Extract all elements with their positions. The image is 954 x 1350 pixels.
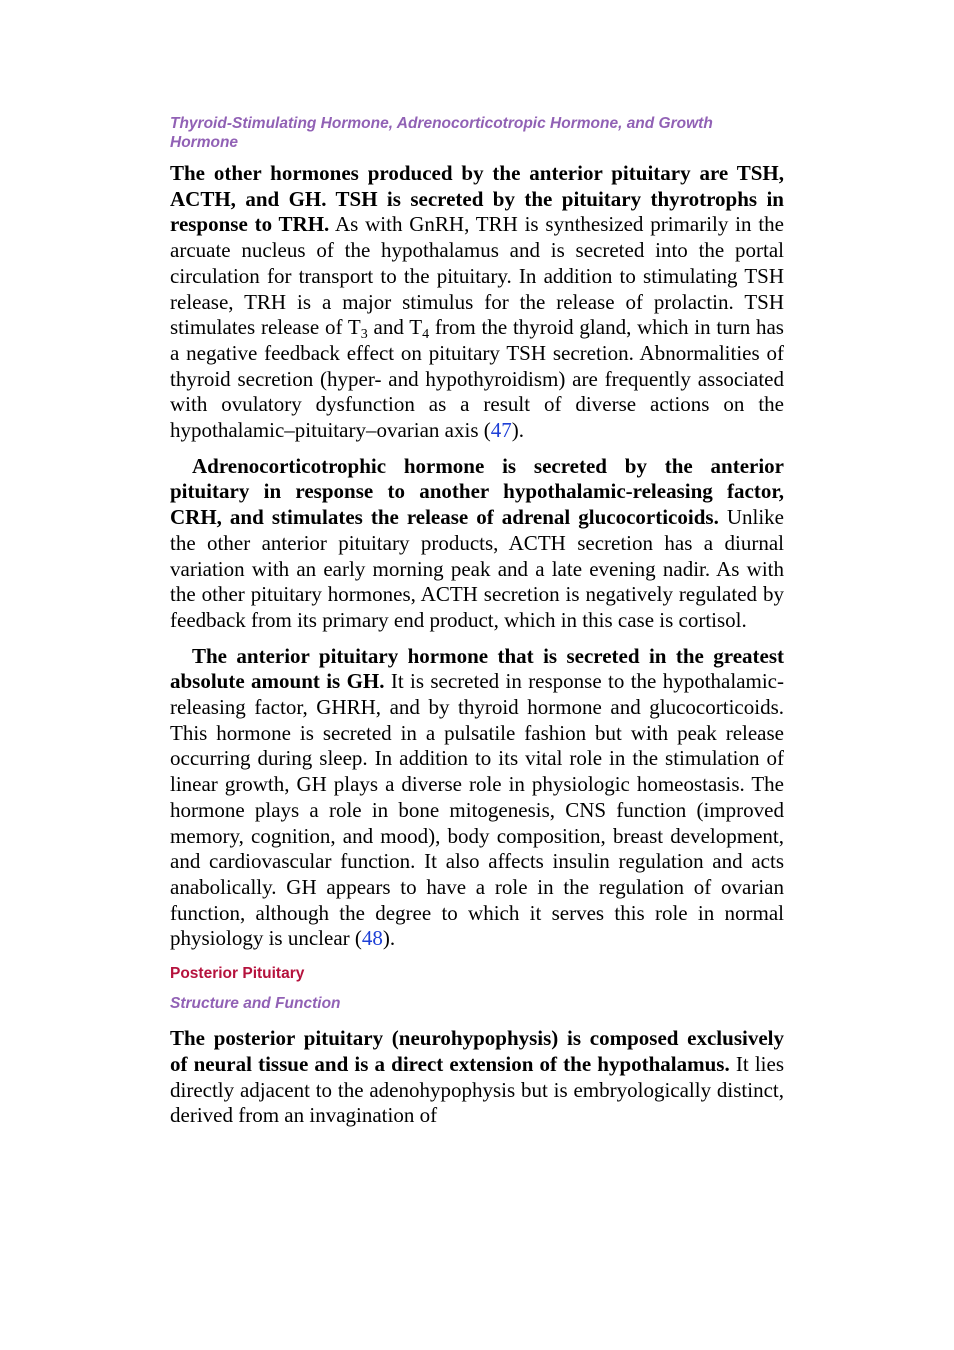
paragraph-lead: The anterior pituitary hormone that is s…	[170, 643, 784, 694]
section-heading-posterior-pituitary: Posterior Pituitary	[170, 965, 305, 983]
paragraph-text: and T	[367, 315, 423, 340]
paragraph-gh: The anterior pituitary hormone that is s…	[170, 644, 784, 952]
paragraph-text: As with GnRH, TRH is synthesized primari…	[170, 212, 784, 340]
paragraph-text: It lies directly adjacent to the adenohy…	[170, 1051, 784, 1128]
subsection-heading-tsh-acth-gh: Thyroid-Stimulating Hormone, Adrenocorti…	[170, 115, 713, 151]
paragraph-end: ).	[511, 418, 524, 443]
reference-link-48[interactable]: 48	[361, 926, 383, 951]
paragraph-tsh: The other hormones produced by the anter…	[170, 161, 784, 444]
reference-link-47[interactable]: 47	[490, 418, 512, 443]
paragraph-lead: Adrenocorticotrophic hormone is secreted…	[170, 453, 784, 530]
paragraph-acth: Adrenocorticotrophic hormone is secreted…	[170, 454, 784, 634]
paragraph-lead: The other hormones produced by the anter…	[170, 161, 784, 237]
paragraph-lead: The posterior pituitary (neurohypophysis…	[170, 1026, 784, 1076]
paragraph-text: Unlike the other anterior pituitary prod…	[170, 505, 785, 632]
subsection-heading-structure-function: Structure and Function	[170, 995, 341, 1013]
document-page: Thyroid-Stimulating Hormone, Adrenocorti…	[170, 114, 784, 1129]
subscript: 3	[360, 327, 368, 343]
subscript: 4	[422, 327, 430, 343]
paragraph-text: from the thyroid gland, which in turn ha…	[170, 315, 784, 443]
paragraph-text: It is secreted in response to the hypoth…	[170, 669, 784, 951]
paragraph-end: ).	[382, 926, 396, 951]
paragraph-posterior-pituitary: The posterior pituitary (neurohypophysis…	[170, 1026, 784, 1129]
